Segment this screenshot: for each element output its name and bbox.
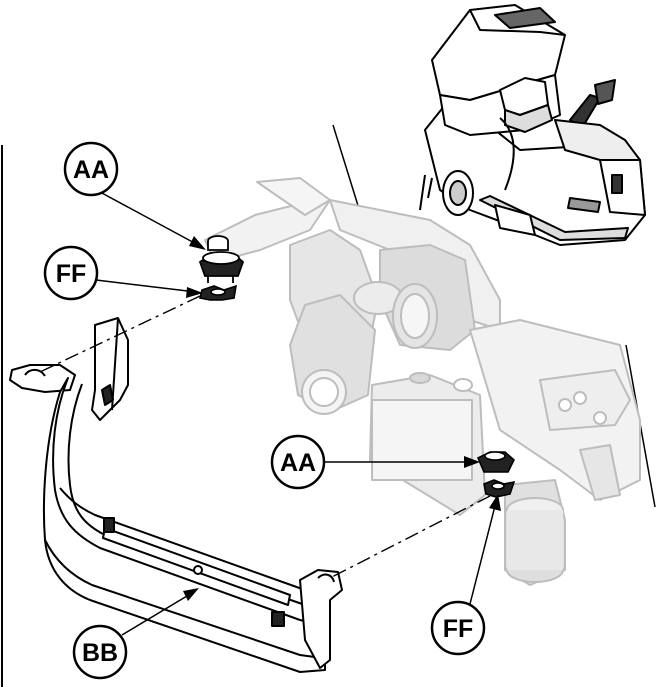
squeegee-bb	[9, 317, 343, 673]
callout-aa-top: AA	[63, 141, 206, 250]
callout-ff-bottom: FF	[430, 494, 501, 656]
alignment-line-bottom	[329, 495, 491, 579]
ghost-machine-rear	[204, 177, 641, 586]
callout-aa-bottom: AA	[270, 434, 480, 490]
callout-aa-top-label: AA	[73, 156, 109, 184]
overview-leader-left	[332, 124, 361, 213]
wing-nut-ff-bottom	[483, 479, 516, 498]
callout-ff-top-label: FF	[56, 260, 87, 288]
callout-bb: BB	[72, 588, 199, 680]
knob-aa-bottom	[476, 451, 515, 473]
callout-bb-label: BB	[82, 639, 118, 667]
callout-ff-top: FF	[43, 245, 203, 301]
alignment-line-top	[39, 295, 201, 373]
wing-nut-ff-top	[199, 284, 238, 301]
callout-ff-bottom-label: FF	[443, 615, 474, 643]
callout-aa-bottom-label: AA	[280, 449, 316, 477]
knob-aa-top	[198, 235, 245, 283]
machine-overview-illustration	[419, 4, 646, 246]
